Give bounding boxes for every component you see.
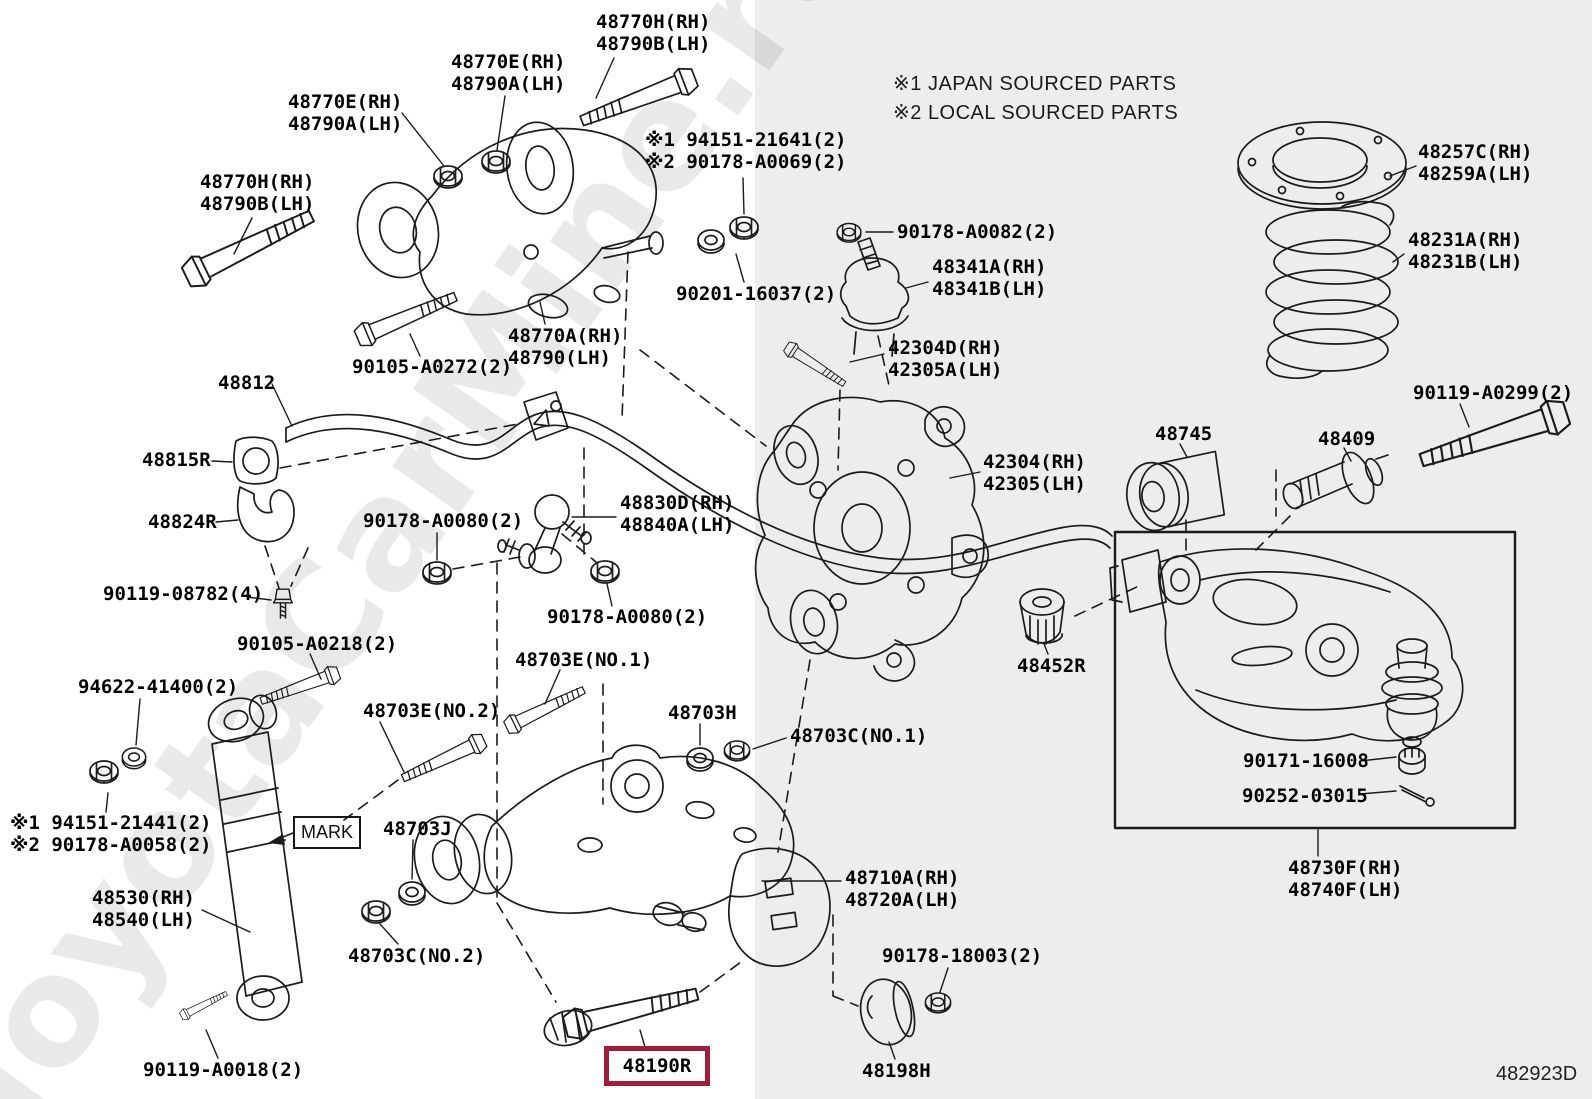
spring-seat-drawing (1237, 121, 1407, 210)
part-label-48770h-48790b-left: 48770H(RH) 48790B(LH) (200, 171, 315, 215)
diagram-code: 482923D (1496, 1063, 1578, 1085)
part-label-90171-16008: 90171-16008 (1243, 750, 1369, 772)
part-label-90178-18003: 90178-18003(2) (882, 945, 1043, 967)
part-label-90178-a0080-b: 90178-A0080(2) (547, 606, 708, 628)
plate-48198h-drawing (859, 978, 916, 1046)
boxed-lower-arm-drawing (1109, 530, 1517, 830)
mark-tag: MARK (293, 816, 361, 849)
part-label-90201-16037: 90201-16037(2) (676, 283, 837, 305)
highlighted-part-48190r[interactable]: 48190R (604, 1046, 710, 1086)
part-label-48452r: 48452R (1017, 655, 1086, 677)
part-label-48530-48540: 48530(RH) 48540(LH) (92, 887, 195, 931)
dashed-assembly-lines (264, 251, 1291, 1007)
part-label-48257c-48259a: 48257C(RH) 48259A(LH) (1418, 141, 1533, 185)
part-label-48730f-48740f: 48730F(RH) 48740F(LH) (1288, 857, 1403, 901)
part-label-90252-03015: 90252-03015 (1242, 785, 1368, 807)
part-label-48409: 48409 (1318, 428, 1376, 450)
note-local-sourced: ※2 LOCAL SOURCED PARTS (893, 102, 1179, 124)
part-label-94151-21441: ※1 94151-21441(2) ※2 90178-A0058(2) (10, 812, 212, 856)
upper-ball-joint-drawing (839, 237, 910, 357)
part-label-48812: 48812 (218, 372, 276, 394)
part-label-94622-41400: 94622-41400(2) (78, 676, 239, 698)
part-label-90105-a0218: 90105-A0218(2) (237, 633, 398, 655)
part-label-48815r: 48815R (142, 449, 211, 471)
note-japan-sourced: ※1 JAPAN SOURCED PARTS (893, 73, 1177, 95)
part-label-48703e-no2: 48703E(NO.2) (363, 700, 501, 722)
part-label-90119-08782: 90119-08782(4) (103, 583, 264, 605)
part-label-90178-a0082: 90178-A0082(2) (897, 221, 1058, 243)
part-label-48198h: 48198H (862, 1060, 931, 1082)
part-label-42304-42305: 42304(RH) 42305(LH) (983, 451, 1086, 495)
part-label-48703h: 48703H (668, 702, 737, 724)
part-label-90119-a0299: 90119-A0299(2) (1413, 382, 1574, 404)
part-label-48830d-48840a: 48830D(RH) 48840A(LH) (620, 492, 735, 536)
stabilizer-bar-drawing (233, 391, 1113, 575)
gray-background-panel (755, 0, 1592, 1099)
part-label-48703c-no1: 48703C(NO.1) (790, 725, 928, 747)
part-label-90105-a0272: 90105-A0272(2) (352, 356, 513, 378)
part-label-48710a-48720a: 48710A(RH) 48720A(LH) (845, 867, 960, 911)
cam-nut-48452r-drawing (1019, 588, 1065, 645)
sourcing-notes: ※1 JAPAN SOURCED PARTS ※2 LOCAL SOURCED … (893, 70, 1178, 128)
coil-spring-drawing (1265, 200, 1399, 380)
part-label-48770a-48790: 48770A(RH) 48790(LH) (508, 325, 623, 369)
part-label-48770h-48790b-top: 48770H(RH) 48790B(LH) (596, 11, 711, 55)
lower-control-arm-drawing (413, 744, 831, 968)
nut-washer-drawings (89, 150, 952, 1014)
part-label-48770e-48790a-top: 48770E(RH) 48790A(LH) (451, 51, 566, 95)
part-label-90178-a0080-a: 90178-A0080(2) (363, 510, 524, 532)
leader-lines (105, 57, 1470, 1060)
part-label-48231a-48231b: 48231A(RH) 48231B(LH) (1408, 229, 1523, 273)
upper-control-arm-drawing (356, 121, 664, 319)
knuckle-drawing (754, 396, 989, 682)
bushing-48745-drawing (1125, 450, 1226, 532)
shock-absorber-drawing (207, 694, 303, 1021)
part-label-48341a-48341b: 48341A(RH) 48341B(LH) (932, 256, 1047, 300)
part-label-42304d-42305a: 42304D(RH) 42305A(LH) (888, 337, 1003, 381)
stabilizer-link-drawing (497, 494, 592, 574)
part-label-48824r: 48824R (148, 511, 217, 533)
part-label-48745: 48745 (1155, 423, 1213, 445)
part-label-48703j: 48703J (383, 818, 452, 840)
bolt-drawings (178, 63, 1574, 1047)
part-label-90119-a0018: 90119-A0018(2) (143, 1059, 304, 1081)
part-label-48770e-48790a-left: 48770E(RH) 48790A(LH) (288, 91, 403, 135)
part-label-48703e-no1: 48703E(NO.1) (515, 649, 653, 671)
part-label-94151-21641: ※1 94151-21641(2) ※2 90178-A0069(2) (645, 129, 847, 173)
shaft-48409-drawing (1282, 451, 1389, 510)
part-label-48703c-no2: 48703C(NO.2) (348, 945, 486, 967)
